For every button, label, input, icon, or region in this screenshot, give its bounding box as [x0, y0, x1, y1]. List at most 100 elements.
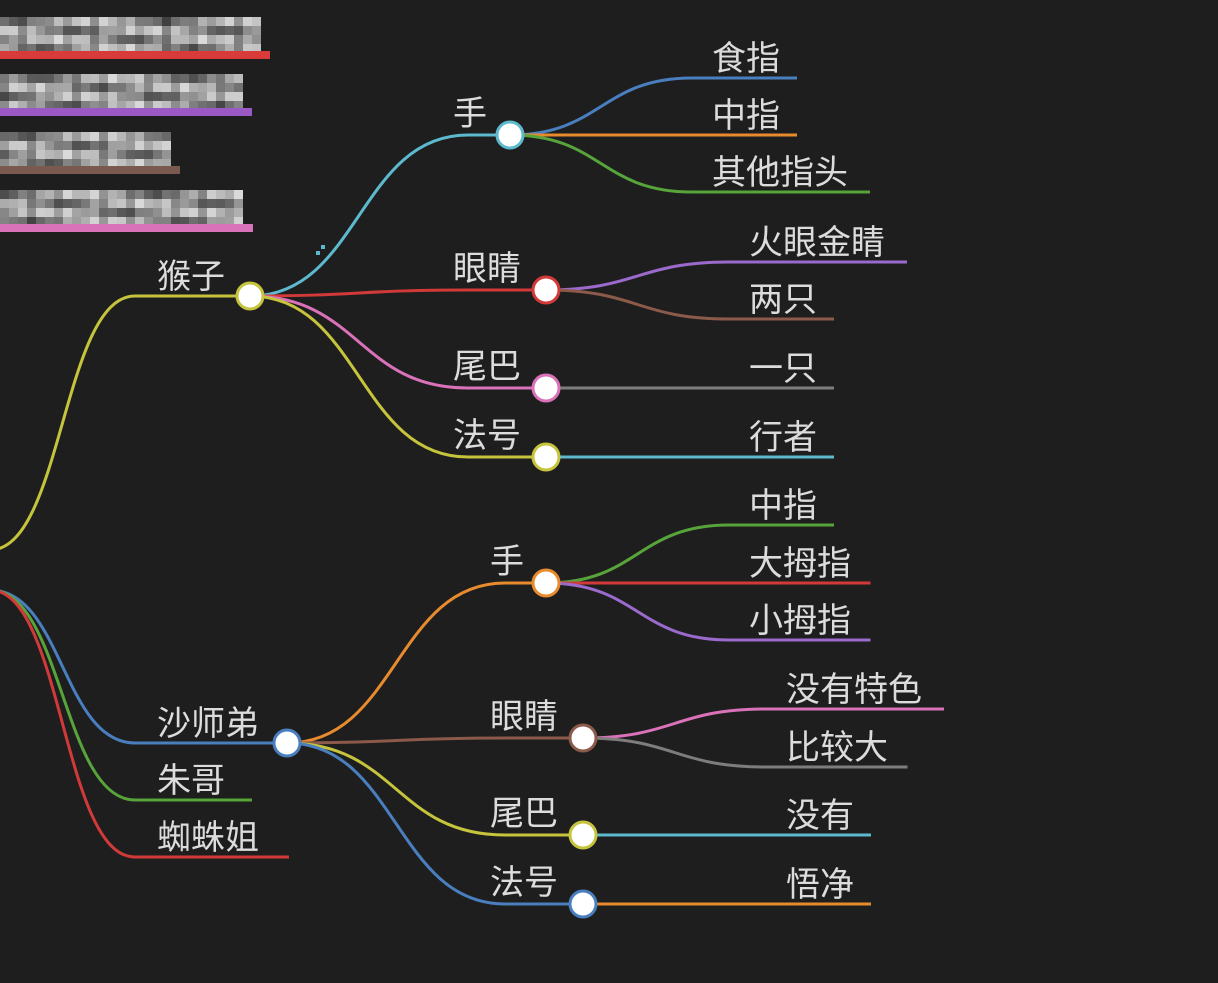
- leaf-label[interactable]: 没有特色: [786, 670, 922, 710]
- blur-pixel: [126, 101, 135, 110]
- blur-pixel: [126, 217, 135, 226]
- blur-pixel: [144, 141, 153, 150]
- leaf-label[interactable]: 两只: [749, 280, 817, 320]
- blur-pixel: [171, 74, 180, 83]
- blur-pixel: [27, 141, 36, 150]
- node-collapse-toggle[interactable]: [568, 723, 598, 753]
- leaf-label[interactable]: 一只: [749, 349, 817, 389]
- leaf-label[interactable]: 中指: [749, 486, 817, 526]
- node-collapse-toggle[interactable]: [568, 820, 598, 850]
- blur-pixel: [81, 74, 90, 83]
- blur-pixel: [117, 74, 126, 83]
- leaf-label[interactable]: 火眼金睛: [749, 223, 885, 263]
- leaf-label[interactable]: 小拇指: [749, 601, 851, 641]
- node-label[interactable]: 法号: [490, 863, 558, 903]
- leaf-label[interactable]: 比较大: [786, 728, 888, 768]
- blur-pixel: [81, 208, 90, 217]
- blur-pixel: [18, 17, 27, 26]
- blur-pixel: [45, 44, 54, 53]
- blur-pixel: [108, 190, 117, 199]
- blur-pixel: [27, 74, 36, 83]
- blur-pixel: [207, 17, 216, 26]
- blur-pixel: [18, 92, 27, 101]
- blur-pixel: [18, 83, 27, 92]
- blur-pixel: [81, 44, 90, 53]
- blur-pixel: [63, 141, 72, 150]
- blur-pixel: [18, 190, 27, 199]
- node-label[interactable]: 法号: [453, 416, 521, 456]
- blur-pixel: [45, 132, 54, 141]
- blur-pixel: [189, 217, 198, 226]
- node-label[interactable]: 眼睛: [453, 249, 521, 289]
- blur-pixel: [27, 17, 36, 26]
- leaf-label[interactable]: 没有: [786, 796, 854, 836]
- blur-pixel: [252, 35, 261, 44]
- blur-pixel: [162, 35, 171, 44]
- blur-pixel: [45, 141, 54, 150]
- blur-pixel: [27, 44, 36, 53]
- leaf-label[interactable]: 食指: [712, 39, 780, 79]
- blur-pixel: [180, 44, 189, 53]
- leaf-label[interactable]: 悟净: [786, 865, 854, 905]
- node-label[interactable]: 手: [453, 94, 487, 134]
- leaf-label[interactable]: 行者: [749, 418, 817, 458]
- blur-pixel: [90, 17, 99, 26]
- blur-pixel: [198, 44, 207, 53]
- blur-pixel: [72, 83, 81, 92]
- node-label[interactable]: 尾巴: [453, 347, 521, 387]
- blur-pixel: [135, 159, 144, 168]
- blur-pixel: [126, 190, 135, 199]
- edge: [249, 294, 469, 390]
- node-collapse-toggle[interactable]: [272, 728, 302, 758]
- node-collapse-toggle[interactable]: [568, 889, 598, 919]
- node-label[interactable]: 朱哥: [157, 761, 225, 801]
- node-label[interactable]: 眼睛: [490, 697, 558, 737]
- node-label[interactable]: 沙师弟: [157, 704, 259, 744]
- blur-pixel: [54, 190, 63, 199]
- blur-pixel: [0, 190, 9, 199]
- blur-pixel: [162, 199, 171, 208]
- blur-pixel: [162, 141, 171, 150]
- blur-pixel: [252, 26, 261, 35]
- node-collapse-toggle[interactable]: [531, 568, 561, 598]
- leaf-label[interactable]: 其他指头: [712, 153, 848, 193]
- node-collapse-toggle[interactable]: [495, 120, 525, 150]
- node-label[interactable]: 手: [490, 542, 524, 582]
- blur-pixel: [54, 217, 63, 226]
- blur-pixel: [171, 101, 180, 110]
- blur-pixel: [162, 208, 171, 217]
- leaf-label[interactable]: 中指: [712, 96, 780, 136]
- blur-pixel: [90, 150, 99, 159]
- blur-pixel: [171, 199, 180, 208]
- blur-pixel: [72, 141, 81, 150]
- blur-pixel: [0, 208, 9, 217]
- node-collapse-toggle[interactable]: [531, 275, 561, 305]
- node-collapse-toggle[interactable]: [235, 281, 265, 311]
- blur-pixel: [45, 92, 54, 101]
- node-label[interactable]: 猴子: [157, 257, 225, 297]
- blur-pixel: [135, 101, 144, 110]
- node-label[interactable]: 蜘蛛姐: [157, 818, 259, 858]
- blur-pixel: [126, 17, 135, 26]
- node-label[interactable]: 尾巴: [490, 794, 558, 834]
- blur-pixel: [207, 217, 216, 226]
- blur-pixel: [72, 44, 81, 53]
- blur-pixel: [144, 208, 153, 217]
- blurred-item: [0, 17, 270, 59]
- blur-pixel: [54, 17, 63, 26]
- blur-pixel: [225, 190, 234, 199]
- blur-pixel: [99, 92, 108, 101]
- node-collapse-toggle[interactable]: [531, 442, 561, 472]
- leaf-label[interactable]: 大拇指: [749, 544, 851, 584]
- blur-pixel: [36, 199, 45, 208]
- blur-pixel: [180, 17, 189, 26]
- blur-pixel: [81, 199, 90, 208]
- blur-pixel: [54, 159, 63, 168]
- blur-pixel: [81, 217, 90, 226]
- blur-pixel: [36, 132, 45, 141]
- node-collapse-toggle[interactable]: [531, 373, 561, 403]
- edge: [545, 288, 730, 321]
- blur-pixel: [18, 150, 27, 159]
- blur-pixel: [99, 74, 108, 83]
